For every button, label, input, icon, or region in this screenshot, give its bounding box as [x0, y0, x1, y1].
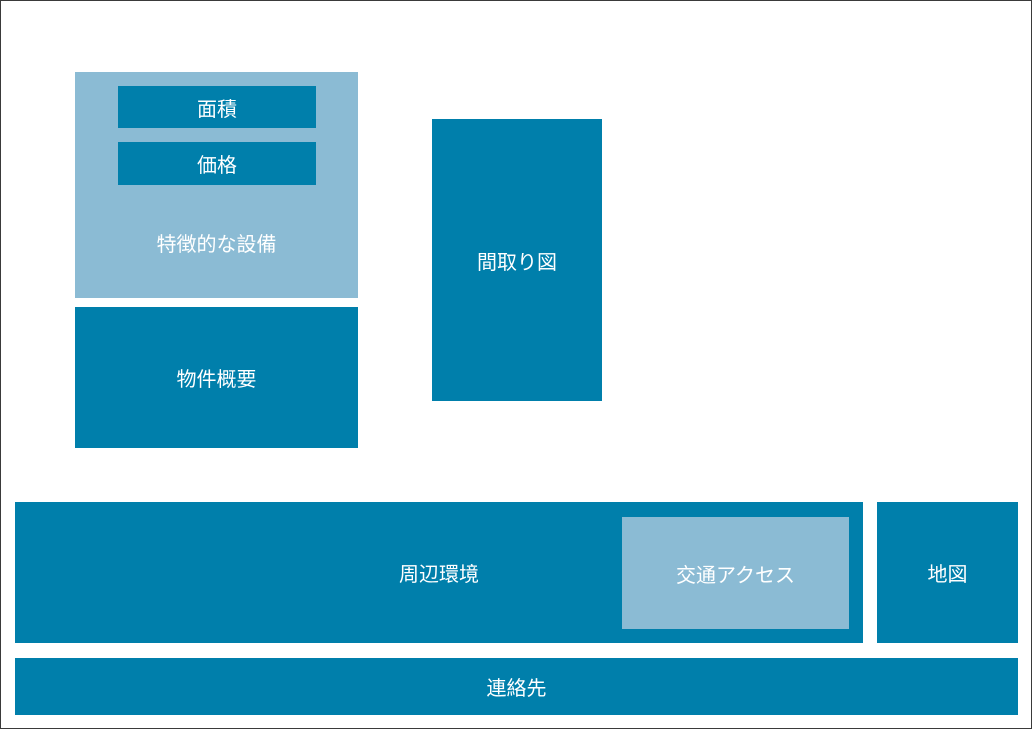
contact-label: 連絡先: [486, 676, 547, 700]
overview-section: 物件概要: [75, 307, 358, 448]
floor-plan-section: 間取り図: [432, 119, 602, 401]
access-block: 交通アクセス: [622, 517, 849, 629]
area-block: 面積: [118, 86, 316, 128]
price-block: 価格: [118, 142, 316, 185]
floor-plan-label: 間取り図: [477, 249, 557, 274]
access-label: 交通アクセス: [676, 562, 795, 587]
area-label: 面積: [197, 96, 237, 121]
map-label: 地図: [927, 562, 968, 586]
features-label: 特徴的な設備: [156, 232, 277, 256]
map-section: 地図: [877, 502, 1018, 643]
price-label: 価格: [197, 153, 237, 177]
contact-section: 連絡先: [15, 658, 1018, 715]
surroundings-label: 周辺環境: [399, 562, 479, 586]
overview-label: 物件概要: [176, 367, 257, 391]
